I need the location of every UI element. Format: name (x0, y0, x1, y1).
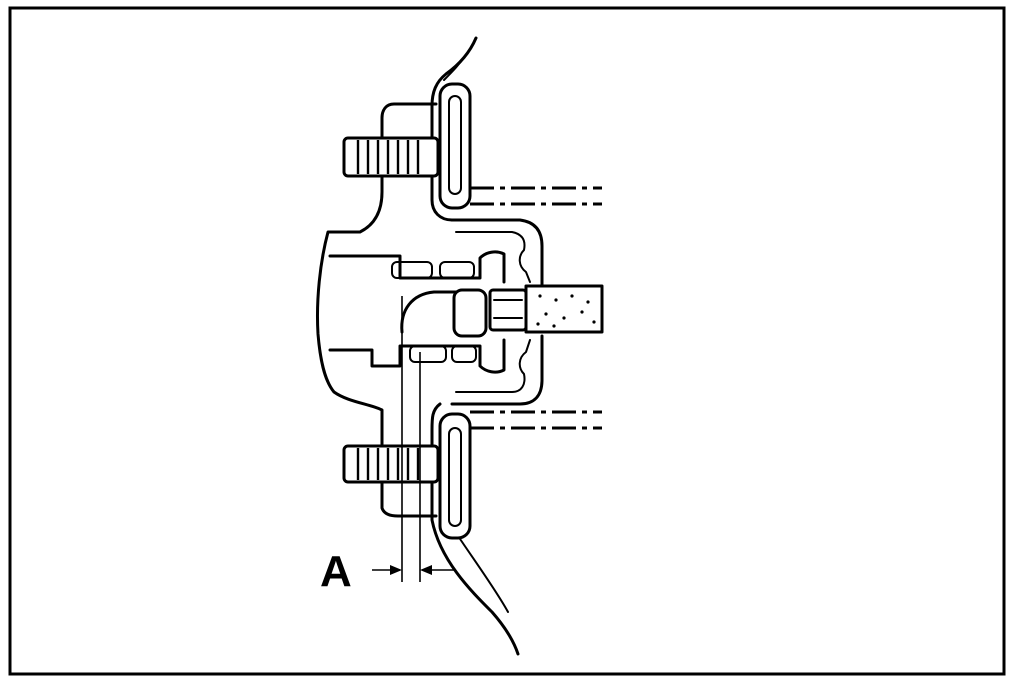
hub-inner-contour-bottom-inner (455, 339, 531, 393)
bearing-balls-top (391, 261, 475, 279)
upper-wheel-bolt (342, 136, 440, 178)
axle-shaft-stipple (536, 294, 596, 328)
diagram-frame (8, 6, 1006, 676)
backing-plate-top-inner (443, 51, 469, 81)
bearing-race-bottom (328, 338, 506, 374)
hub-nut (452, 288, 488, 338)
dimension-arrows (372, 565, 454, 575)
backing-plate-bottom (430, 402, 520, 656)
upper-seal-cavity (438, 82, 472, 210)
upper-seal-inner (448, 95, 462, 195)
dimension-label-a: A (320, 547, 352, 596)
hub-inner-contour-top-inner (455, 231, 531, 283)
cotter-pin (488, 288, 528, 332)
axle-shaft (524, 284, 604, 334)
bearing-balls-bottom (409, 345, 477, 363)
lower-seal-cavity (438, 412, 472, 540)
bearing-race-top (328, 250, 506, 284)
lower-seal-inner (448, 427, 462, 527)
lower-wheel-bolt (342, 444, 440, 484)
hub-inner-contour-bottom (450, 334, 544, 406)
hub-inner-contour-top (450, 218, 544, 288)
